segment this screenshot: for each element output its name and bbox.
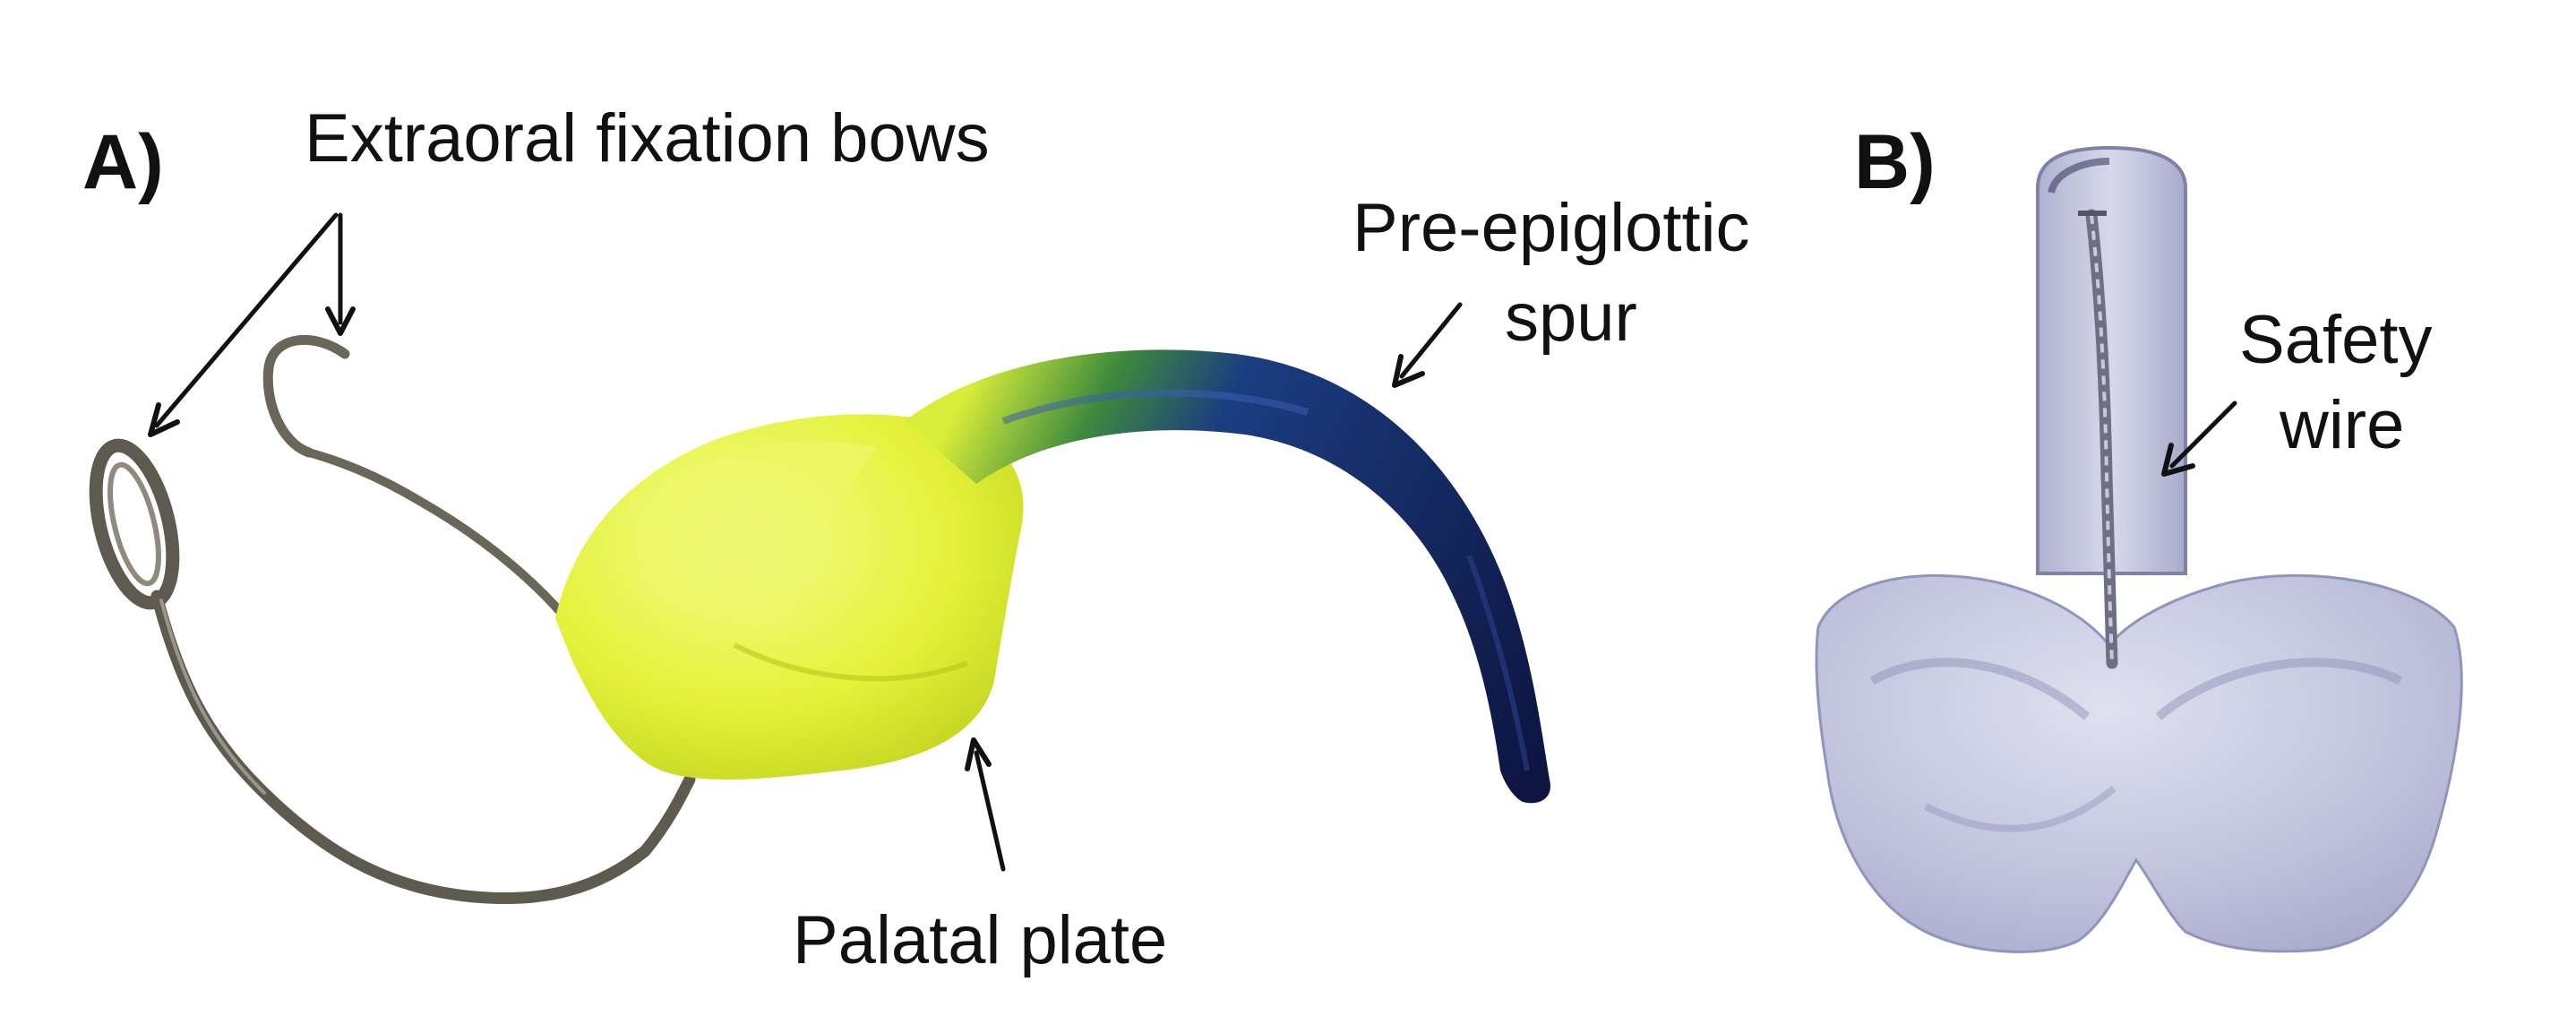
arrow-safety-wire (2161, 401, 2237, 477)
label-fixation-bows: Extraoral fixation bows (305, 100, 990, 177)
back-fixation-bow (262, 334, 578, 632)
panel-label-b: B) (1854, 119, 1936, 205)
device-b-base (1815, 573, 2463, 953)
label-safety-wire-line2: wire (2279, 387, 2404, 463)
front-fixation-bow (89, 438, 696, 904)
device-a (89, 334, 1550, 904)
arrow-spur (1392, 302, 1463, 388)
arrow-fixation-back (325, 212, 356, 336)
safety-wire (2078, 209, 2118, 669)
label-safety-wire-line1: Safety (2239, 302, 2432, 378)
device-b-stem (2036, 145, 2187, 575)
device-b (1815, 145, 2463, 953)
panel-label-a: A) (82, 119, 164, 205)
label-spur-line1: Pre-epiglottic (1352, 190, 1750, 266)
arrow-fixation-front (148, 212, 339, 437)
arrow-plate (965, 737, 1006, 872)
pre-epiglottic-spur (905, 349, 1550, 804)
label-palatal-plate: Palatal plate (793, 902, 1167, 978)
label-spur-line2: spur (1505, 280, 1637, 356)
annotation-arrows (148, 212, 2237, 872)
palatal-plate (555, 414, 1024, 780)
